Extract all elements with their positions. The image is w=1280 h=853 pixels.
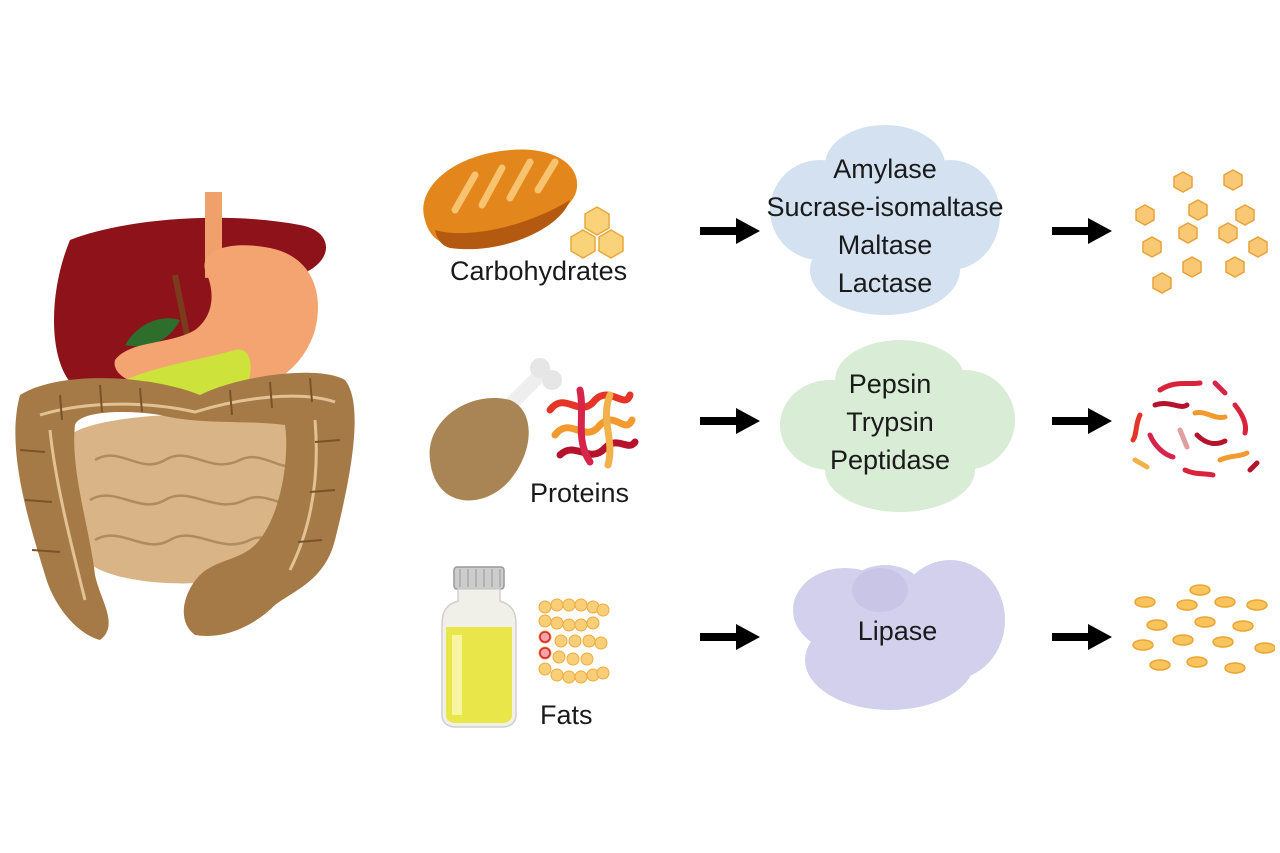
oil-bottle-icon <box>441 566 517 728</box>
enzyme-list-proteins: Pepsin Trypsin Peptidase <box>775 365 1005 479</box>
arrow-icon <box>700 218 760 244</box>
enzyme-lactase: Lactase <box>837 268 933 298</box>
enzyme-peptidase: Peptidase <box>829 445 951 475</box>
enzyme-lipase: Lipase <box>857 616 938 646</box>
enzyme-trypsin: Trypsin <box>846 407 934 437</box>
arrow-icon <box>1052 218 1112 244</box>
enzyme-cloud-carbohydrates <box>770 125 1000 315</box>
protein-ribbon-icon <box>546 386 639 469</box>
enzyme-pepsin: Pepsin <box>848 369 932 399</box>
chicken-leg-icon <box>429 358 562 501</box>
proteins-label: Proteins <box>530 478 630 508</box>
enzyme-list-carbohydrates: Amylase Sucrase-isomaltase Maltase Lacta… <box>765 150 1005 302</box>
arrow-icon <box>700 624 760 650</box>
lipid-chain-icon <box>538 598 610 684</box>
enzyme-list-fats: Lipase <box>785 612 1010 650</box>
fats-label: Fats <box>540 700 593 730</box>
bread-icon <box>423 149 578 250</box>
amino-acid-fragments-icon <box>1130 380 1260 478</box>
carbohydrates-label: Carbohydrates <box>450 256 628 286</box>
enzyme-blob-lipase <box>793 560 1005 710</box>
enzyme-maltase: Maltase <box>837 230 933 260</box>
fatty-acid-droplets-icon <box>1132 584 1275 674</box>
arrow-icon <box>700 408 760 434</box>
arrow-icon <box>1052 624 1112 650</box>
enzyme-sucrase-isomaltase: Sucrase-isomaltase <box>766 192 1004 222</box>
monosaccharide-hexagons-icon <box>1135 169 1268 294</box>
arrow-icon <box>1052 408 1112 434</box>
enzyme-cloud-proteins <box>780 340 1015 512</box>
enzyme-amylase: Amylase <box>833 154 937 184</box>
digestive-system-icon <box>15 192 355 640</box>
hexagon-sugar-icon <box>570 206 624 259</box>
